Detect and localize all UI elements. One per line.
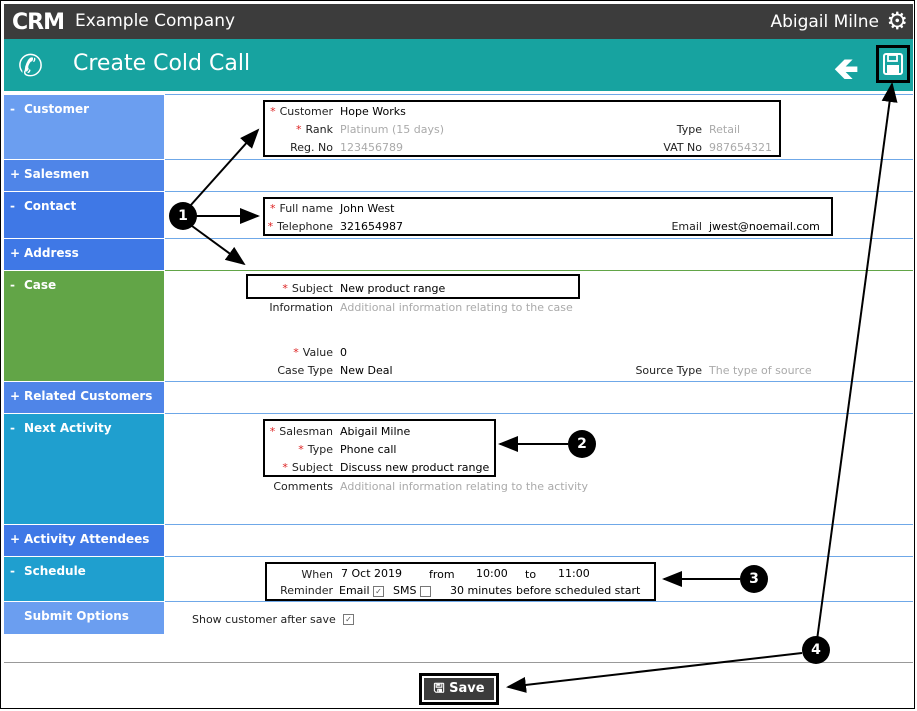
user-name[interactable]: Abigail Milne [770,12,879,32]
section-customer[interactable]: -Customer [4,95,164,159]
row-divider [165,238,913,239]
comments-field[interactable]: Additional information relating to the a… [340,480,588,493]
type-field[interactable]: Retail [709,123,741,136]
email-field[interactable]: jwest@noemail.com [709,220,820,233]
row-divider [165,413,913,414]
save-button[interactable]: 🖫 Save [419,673,499,705]
fullname-field[interactable]: John West [340,202,395,215]
telephone-field[interactable]: 321654987 [340,220,403,233]
row-divider [165,556,913,557]
reminder-email-option[interactable]: Email ✓ [339,584,385,597]
callout-badge-3: 3 [740,565,768,593]
row-divider [165,381,913,382]
row-divider [165,270,913,271]
show-customer-checkbox[interactable]: ✓ [343,614,354,625]
reminder-sms-option[interactable]: SMS [393,584,431,597]
crm-logo[interactable]: CRM [12,10,65,35]
row-divider [165,191,913,192]
case-subject-field[interactable]: New product range [340,282,446,295]
telephone-label: *Telephone [267,220,333,233]
section-submit-options: Submit Options [4,602,164,634]
type-label: Type [676,123,702,136]
section-activity-attendees[interactable]: +Activity Attendees [4,525,164,556]
rank-field[interactable]: Platinum (15 days) [340,123,444,136]
callout-box-activity [263,419,496,477]
information-field[interactable]: Additional information relating to the c… [340,301,573,314]
rank-label: *Rank [296,123,333,136]
row-divider [165,524,913,525]
activity-subject-field[interactable]: Discuss new product range [340,461,490,474]
salesman-field[interactable]: Abigail Milne [340,425,411,438]
case-subject-label: *Subject [282,282,333,295]
activity-type-field[interactable]: Phone call [340,443,397,456]
gear-icon[interactable]: ⚙ [886,7,908,35]
header-save-button[interactable] [876,45,910,83]
floppy-save-icon [883,53,903,75]
callout-badge-4: 4 [802,636,830,664]
activity-subject-label: *Subject [282,461,333,474]
when-label: When [301,568,333,581]
row-divider [165,159,913,160]
show-customer-label: Show customer after save [192,613,336,626]
value-label: *Value [293,346,333,359]
row-divider [165,94,913,95]
callout-box-contact [263,197,833,236]
reminder-minutes-field[interactable]: 30 minutes [450,584,513,597]
section-related-customers[interactable]: +Related Customers [4,382,164,413]
before-label: before scheduled start [516,584,641,597]
information-label: Information [269,301,333,314]
section-address[interactable]: +Address [4,239,164,270]
sourcetype-field[interactable]: The type of source [709,364,812,377]
to-field[interactable]: 11:00 [558,567,590,580]
from-label: from [429,568,455,581]
regno-field[interactable]: 123456789 [340,141,403,154]
section-case[interactable]: -Case [4,271,164,381]
when-field[interactable]: 7 Oct 2019 [341,567,403,580]
save-button-label: Save [449,681,485,696]
reminder-label: Reminder [280,584,333,597]
regno-label: Reg. No [290,141,333,154]
email-label: Email [671,220,702,233]
page-title: Create Cold Call [73,51,251,76]
company-name: Example Company [75,11,236,31]
callout-box-customer [263,100,781,157]
arrow-1-subject [191,225,246,266]
callout-box-subject [246,274,580,299]
value-field[interactable]: 0 [340,346,347,359]
callout-box-schedule [265,562,656,601]
salesman-label: *Salesman [269,425,333,438]
to-label: to [525,568,537,581]
arrow-4-bottom-save [506,652,803,693]
row-divider [165,601,913,602]
top-bar: CRM Example Company Abigail Milne ⚙ [4,4,913,39]
from-field[interactable]: 10:00 [476,567,508,580]
phone-icon: ✆ [18,49,44,84]
arrow-4-header-save [816,82,898,641]
footer-divider [4,662,913,663]
section-contact[interactable]: -Contact [4,192,164,238]
email-checkbox[interactable]: ✓ [373,585,385,597]
fullname-label: *Full name [269,202,333,215]
vat-label: VAT No [663,141,702,154]
section-schedule[interactable]: -Schedule [4,557,164,601]
save-icon: 🖫 [433,681,445,696]
sms-checkbox[interactable] [419,585,431,597]
callout-badge-1: 1 [169,202,197,230]
comments-label: Comments [273,480,333,493]
section-next-activity[interactable]: -Next Activity [4,414,164,524]
customer-label: *Customer [270,105,333,118]
casetype-field[interactable]: New Deal [340,364,393,377]
sourcetype-label: Source Type [635,364,702,377]
vat-field[interactable]: 987654321 [709,141,772,154]
customer-field[interactable]: Hope Works [340,105,406,118]
back-arrow-icon[interactable]: 🡸 [834,52,859,87]
callout-badge-2: 2 [568,430,596,458]
arrow-1-customer [189,128,260,207]
casetype-label: Case Type [277,364,333,377]
section-salesmen[interactable]: +Salesmen [4,160,164,191]
title-bar: ✆ Create Cold Call 🡸 [4,39,913,91]
activity-type-label: *Type [298,443,333,456]
